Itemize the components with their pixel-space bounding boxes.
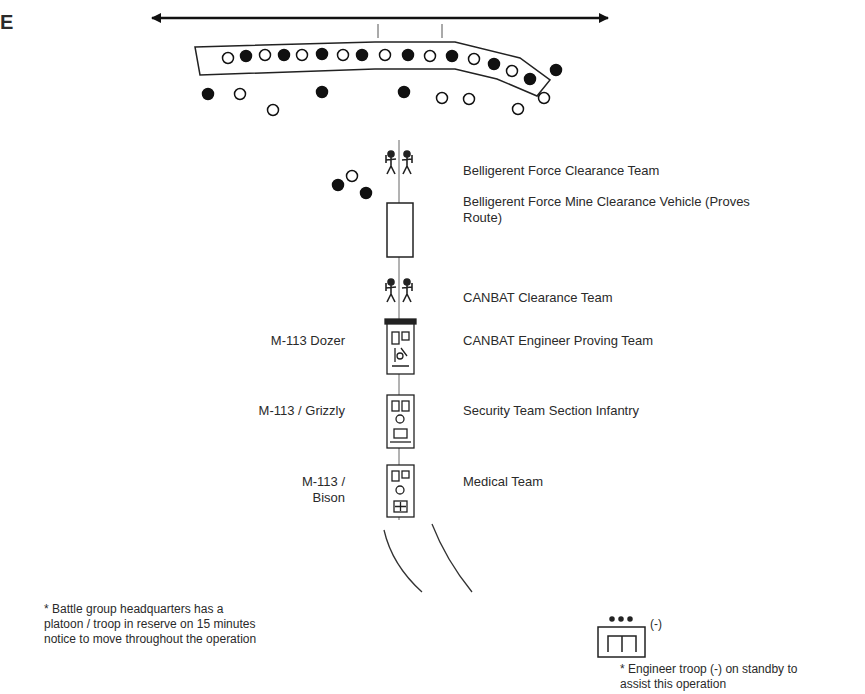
mine-marker [380,50,391,61]
mine-marker [317,87,328,98]
engineer-troop-symbol [598,617,645,657]
mine-marker [203,89,214,100]
mine-marker [223,53,234,64]
element-label: Security Team Section Infantry [463,403,639,419]
note: * Engineer troop (-) on standby to assis… [620,662,825,692]
element-label: CANBAT Clearance Team [463,290,613,306]
mine-marker [260,50,271,61]
mine-marker [338,50,349,61]
mine-marker [357,50,368,61]
vehicle-label: M-113 / Bison [275,474,345,506]
mine-marker [399,87,410,98]
mine-marker [333,180,344,191]
mine-marker [507,66,518,77]
element-label: Medical Team [463,474,543,490]
mine-marker [403,50,414,61]
mine-marker [489,59,500,70]
size-modifier: (-) [650,617,662,632]
mine-marker [235,89,246,100]
element-label: Belligerent Force Clearance Team [463,163,659,179]
mine-marker [268,105,279,116]
vehicle-label: M-113 Dozer [200,333,345,349]
mine-marker [317,49,328,60]
mine-marker [469,54,480,65]
soldier-icons [386,151,412,302]
mine-marker [513,104,524,115]
mine-marker [241,51,252,62]
road-lines [384,524,472,592]
mine-marker [297,50,308,61]
mine-marker [425,51,436,62]
mine-marker [437,93,448,104]
element-label: CANBAT Engineer Proving Team [463,333,653,349]
element-label: Belligerent Force Mine Clearance Vehicle… [463,194,783,226]
figure-letter: E [0,10,13,35]
m113-vehicles [385,319,416,517]
mine-marker [551,65,562,76]
mine-marker [347,171,358,182]
mine-clearance-vehicle [387,203,413,257]
mine-marker [279,50,290,61]
mine-marker [525,74,536,85]
front-arrow [152,18,608,38]
minefield-band [195,42,550,96]
mine-marker [539,93,550,104]
note: * Battle group headquarters has a platoo… [44,602,259,647]
mine-marker [361,188,372,199]
mine-marker [447,51,458,62]
mine-marker [464,94,475,105]
vehicle-label: M-113 / Grizzly [200,403,345,419]
